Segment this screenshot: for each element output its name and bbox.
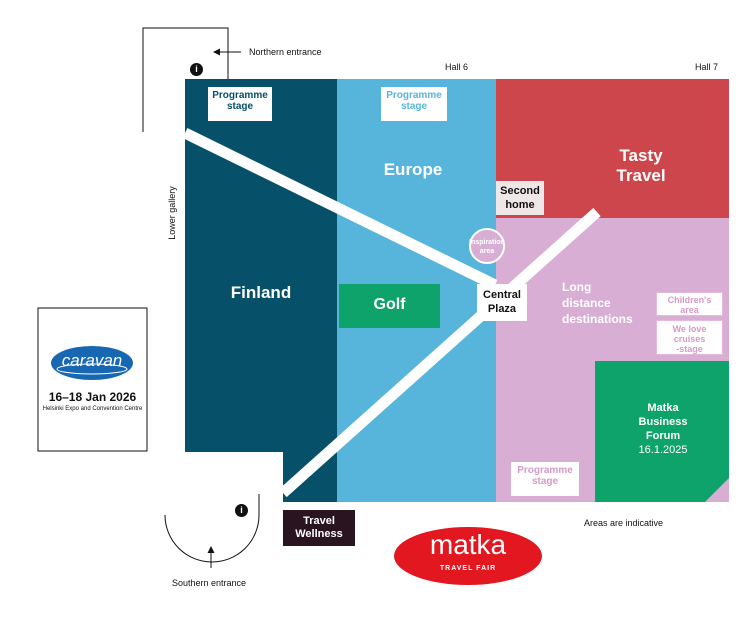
- southern-entrance-outline: [164, 514, 260, 563]
- matka-logo: [394, 527, 542, 585]
- areas-indicative-label: Areas are indicative: [584, 518, 664, 528]
- childrens-line1: Children's: [667, 295, 712, 305]
- matka-logo-text: matka: [429, 529, 507, 560]
- programme-stage-line2: stage: [400, 101, 428, 112]
- northern-entrance-outline: [142, 27, 229, 132]
- golf-label[interactable]: Golf: [373, 296, 406, 313]
- second-home-label[interactable]: Second home: [496, 181, 544, 215]
- programme-stage-long-distance[interactable]: Programme stage: [511, 462, 579, 496]
- matka-forum-line1: Matka: [647, 402, 679, 414]
- travel-wellness-zone[interactable]: Travel Wellness: [283, 510, 355, 546]
- matka-forum-line2: Business: [638, 416, 688, 428]
- long-distance-line3: destinations: [562, 312, 633, 326]
- inspiration-line1: Inspiration: [469, 239, 505, 246]
- corridor-north: [182, 128, 498, 290]
- lower-gallery-label: Lower gallery: [167, 186, 177, 240]
- tasty-travel-line1: Tasty: [619, 146, 663, 165]
- caravan-venue: Helsinki Expo and Convention Centre: [42, 406, 143, 412]
- southern-entrance-label: Southern entrance: [172, 578, 247, 588]
- info-icon-south[interactable]: i: [235, 504, 248, 517]
- we-love-cruises-stage-label[interactable]: We love cruises -stage: [656, 320, 723, 355]
- central-plaza-label[interactable]: Central Plaza: [477, 284, 527, 321]
- cruises-line3: -stage: [676, 344, 703, 354]
- inspiration-area: [469, 228, 505, 264]
- central-plaza-line1: Central: [483, 289, 521, 301]
- tasty-travel-line2: Travel: [616, 166, 666, 185]
- hall7-label: Hall 7: [695, 62, 719, 72]
- caravan-dates: 16–18 Jan 2026: [48, 390, 137, 404]
- travel-wellness-line1: Travel: [303, 515, 335, 527]
- programme-stage-line1: Programme: [212, 90, 268, 101]
- second-home-line1: Second: [500, 185, 540, 197]
- second-home-line2: home: [505, 199, 535, 211]
- caravan-logo-text: caravan: [61, 351, 123, 370]
- matka-forum-line3: Forum: [645, 430, 681, 442]
- caravan-logo: [51, 346, 133, 380]
- matka-business-forum-zone: [595, 361, 729, 502]
- finland-label[interactable]: Finland: [230, 283, 292, 302]
- matka-tagline: TRAVEL FAIR: [439, 565, 497, 572]
- matka-forum-date: 16.1.2025: [638, 444, 688, 456]
- long-distance-line2: distance: [562, 296, 611, 310]
- info-icon-north[interactable]: i: [190, 63, 203, 76]
- northern-entrance-label: Northern entrance: [249, 47, 322, 57]
- cruises-line2: cruises: [673, 334, 706, 344]
- childrens-area-label[interactable]: Children's area: [656, 292, 723, 316]
- tasty-travel-label[interactable]: Tasty Travel: [600, 146, 682, 186]
- hall6-label: Hall 6: [445, 62, 469, 72]
- long-distance-label[interactable]: Long distance destinations: [562, 279, 633, 327]
- childrens-line2: area: [680, 305, 699, 315]
- travel-wellness-line2: Wellness: [295, 528, 343, 540]
- inspiration-line2: area: [479, 248, 495, 255]
- programme-stage-finland[interactable]: Programme stage: [208, 87, 272, 121]
- programme-stage-line2: stage: [531, 476, 559, 487]
- programme-stage-line2: stage: [226, 101, 254, 112]
- long-distance-line1: Long: [562, 280, 592, 294]
- programme-stage-europe[interactable]: Programme stage: [381, 87, 447, 121]
- matka-business-forum-label[interactable]: Matka Business Forum 16.1.2025: [611, 401, 715, 457]
- inspiration-area-label[interactable]: Inspiration area: [468, 238, 506, 256]
- golf-zone: [339, 284, 440, 328]
- corridor-south: [279, 207, 601, 498]
- central-plaza-line2: Plaza: [487, 303, 517, 315]
- europe-label[interactable]: Europe: [383, 160, 443, 179]
- cruises-line1: We love: [672, 324, 707, 334]
- programme-stage-line1: Programme: [386, 90, 442, 101]
- programme-stage-line1: Programme: [517, 465, 573, 476]
